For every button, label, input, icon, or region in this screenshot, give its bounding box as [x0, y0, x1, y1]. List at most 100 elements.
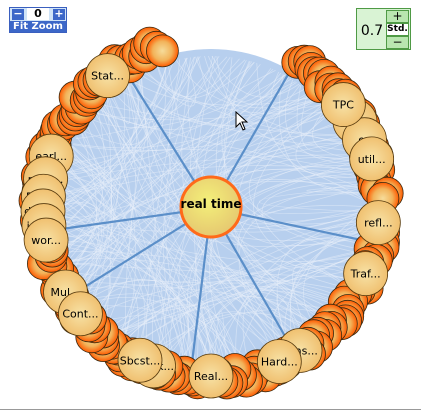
- graph-edge: [296, 85, 328, 134]
- graph-edge: [70, 148, 361, 248]
- graph-edge: [96, 68, 272, 130]
- graph-edge: [261, 181, 361, 285]
- graph-edge: [113, 59, 181, 120]
- fit-zoom-button[interactable]: Fit Zoom: [10, 21, 66, 32]
- graph-edge: [59, 218, 98, 290]
- labeled-graph-node[interactable]: TPC: [320, 82, 366, 127]
- graph-edge: [303, 219, 363, 322]
- node-label: Real...: [194, 370, 228, 383]
- graph-edge: [195, 56, 350, 146]
- graph-edge: [62, 62, 169, 175]
- graph-edge: [60, 81, 138, 231]
- graph-edge: [121, 304, 237, 358]
- graph-edge: [85, 121, 306, 328]
- graph-edge: [145, 57, 188, 346]
- node-label: refl...: [364, 217, 392, 230]
- spacing-increase-button[interactable]: +: [386, 10, 409, 23]
- graph-edge: [157, 58, 240, 97]
- labeled-graph-node[interactable]: Real...: [188, 353, 234, 399]
- labeled-graph-node[interactable]: Sbcst...: [117, 337, 163, 383]
- graph-edge: [122, 225, 363, 333]
- graph-edge: [108, 95, 304, 330]
- graph-edge: [64, 168, 120, 285]
- graph-edge: [145, 58, 196, 107]
- graph-edge: [166, 312, 308, 354]
- graph-edge: [63, 242, 296, 335]
- graph-edge: [71, 146, 234, 359]
- graph-edge: [75, 55, 214, 139]
- node-label: Traf...: [350, 268, 381, 281]
- graph-edge: [60, 232, 209, 361]
- graph-edge: [99, 104, 307, 327]
- graph-edge: [59, 197, 146, 343]
- graph-edge: [60, 70, 276, 230]
- graph-edge: [290, 260, 349, 338]
- graph-edge: [270, 71, 317, 111]
- graph-edge: [62, 81, 296, 174]
- graph-edge: [140, 60, 175, 107]
- center-node[interactable]: real time: [179, 175, 243, 239]
- node-label: wor...: [31, 234, 61, 247]
- graph-edge: [80, 95, 314, 287]
- graph-edge: [60, 57, 188, 232]
- mouse-pointer-icon: [235, 111, 249, 131]
- bottom-divider: [0, 409, 421, 410]
- labeled-graph-node[interactable]: Hard...: [256, 339, 302, 384]
- zoom-control: − 0 + Fit Zoom: [9, 7, 67, 33]
- zoom-out-button[interactable]: −: [12, 7, 24, 20]
- graph-edge: [116, 88, 353, 152]
- graph-edge: [120, 315, 157, 332]
- graph-edge: [58, 56, 199, 216]
- graph-edge: [99, 104, 345, 136]
- node-label-layer: Stat...earl...mult...Prog...dyna...inpu.…: [20, 53, 401, 399]
- graph-edge: [61, 181, 259, 353]
- graph-edge: [64, 166, 221, 360]
- graph-edge: [58, 201, 100, 262]
- graph-edge: [278, 74, 363, 194]
- graph-edge: [175, 59, 317, 109]
- graph-edge: [257, 160, 364, 215]
- node-label: util...: [358, 153, 386, 166]
- zoom-in-button[interactable]: +: [53, 7, 65, 20]
- labeled-graph-node[interactable]: Cont...: [58, 291, 103, 337]
- spacing-control: 0.7 + Std. −: [356, 8, 411, 50]
- graph-edge: [276, 294, 302, 341]
- graph-edge: [154, 308, 322, 350]
- graph-edge: [214, 310, 227, 360]
- spacing-decrease-button[interactable]: −: [386, 36, 409, 49]
- graph-edge: [72, 107, 105, 272]
- graph-edge: [292, 262, 344, 328]
- graph-edge: [139, 290, 327, 343]
- graph-edge: [59, 122, 337, 196]
- graph-edge: [237, 267, 349, 358]
- graph-edge: [256, 63, 360, 179]
- graph-edge: [101, 134, 346, 314]
- labeled-graph-node[interactable]: util...: [349, 136, 395, 182]
- graph-edge: [251, 187, 363, 225]
- labeled-graph-node[interactable]: wor...: [23, 217, 69, 263]
- spacing-standard-button[interactable]: Std.: [386, 23, 409, 36]
- graph-edge: [152, 68, 274, 349]
- graph-edge: [300, 91, 348, 152]
- labeled-graph-node[interactable]: Stat...: [85, 53, 130, 99]
- labeled-graph-node[interactable]: refl...: [355, 200, 401, 246]
- graph-edge: [306, 185, 363, 193]
- graph-edge: [221, 59, 358, 250]
- graph-edge: [284, 79, 357, 165]
- graph-edge: [99, 279, 340, 313]
- graph-edge: [120, 255, 356, 331]
- graph-edge: [284, 210, 364, 340]
- graph-edge: [238, 183, 362, 345]
- graph-edge: [73, 91, 310, 149]
- graph-node[interactable]: [145, 34, 179, 68]
- labeled-graph-node[interactable]: Traf...: [343, 251, 389, 297]
- node-label: Hard...: [261, 355, 298, 368]
- graph-edge: [215, 220, 363, 361]
- graph-edge: [88, 74, 286, 128]
- spacing-value-display: 0.7: [360, 23, 384, 39]
- graph-edge: [61, 234, 117, 264]
- graph-edge: [99, 104, 174, 356]
- graph-edge: [66, 160, 114, 283]
